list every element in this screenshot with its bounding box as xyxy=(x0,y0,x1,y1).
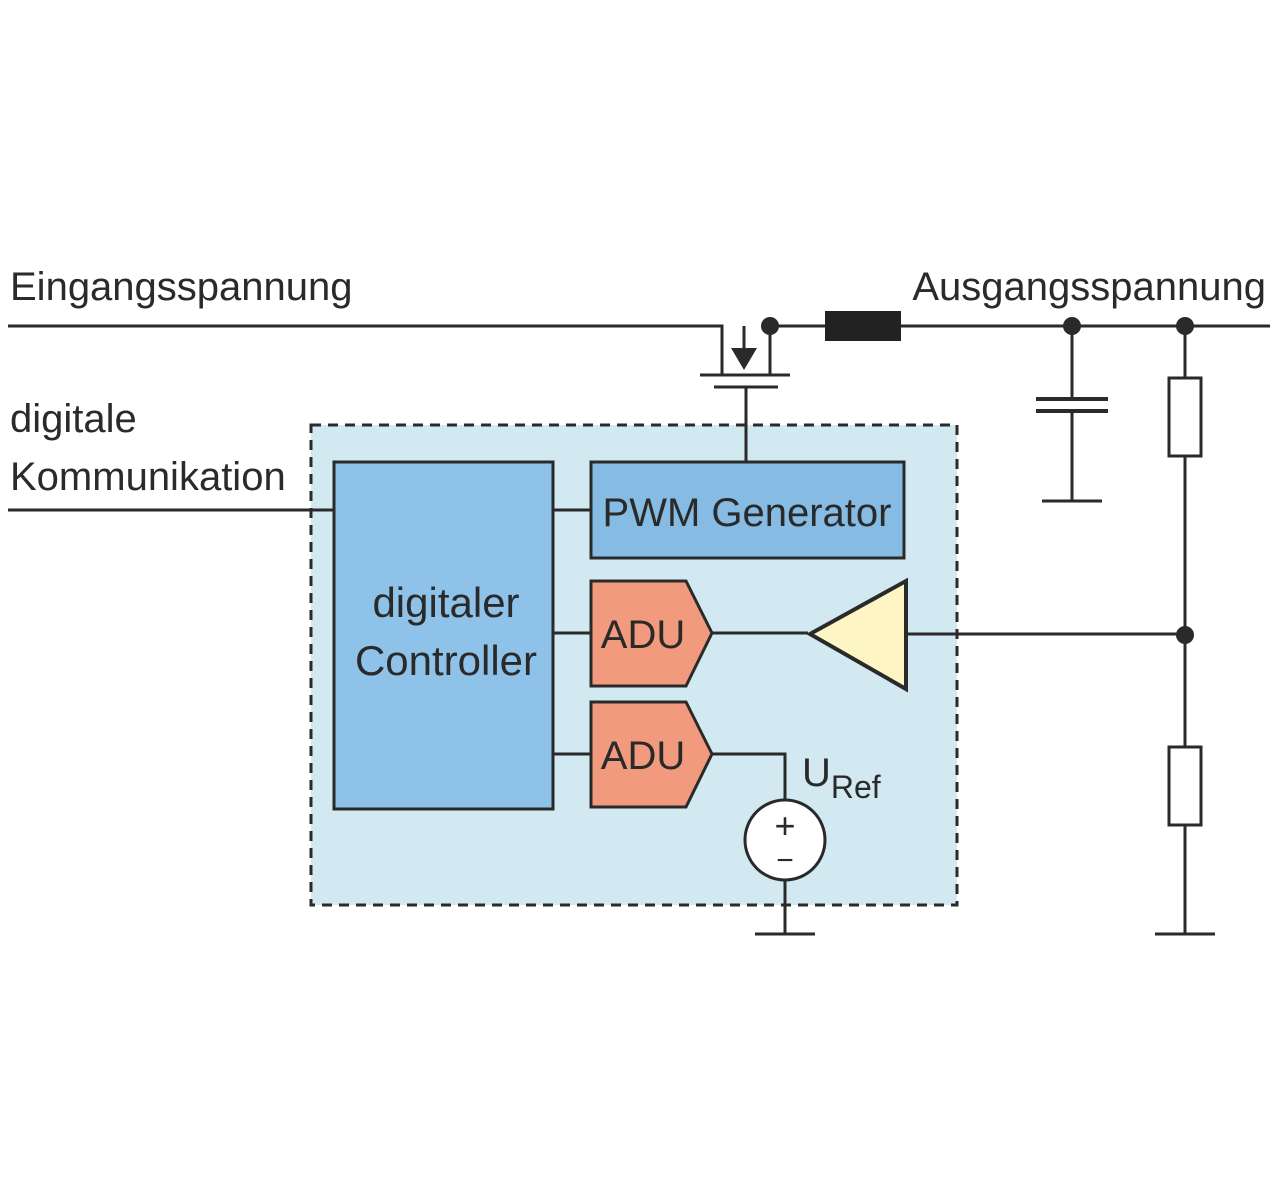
source-plus-sign: + xyxy=(774,805,795,846)
digital-controller-block xyxy=(332,460,555,811)
amplifier-triangle xyxy=(805,577,908,693)
adc2-label: ADU xyxy=(601,734,685,778)
uref-subscript: Ref xyxy=(831,769,881,805)
adc2-block xyxy=(589,700,714,809)
source-minus-sign: − xyxy=(776,844,794,877)
adc1-block xyxy=(589,579,714,688)
input-voltage-label: Eingangsspannung xyxy=(10,265,353,309)
voltage-divider xyxy=(1155,326,1215,936)
uref-label: URef xyxy=(802,751,881,805)
controller-label-line1: digitaler xyxy=(372,579,519,626)
pwm-generator-block xyxy=(589,460,906,560)
adc1-label: ADU xyxy=(601,613,685,657)
output-voltage-label: Ausgangsspannung xyxy=(912,265,1266,309)
digital-comm-label-line1: digitale xyxy=(10,397,137,441)
input-line xyxy=(8,324,724,375)
junction-dot xyxy=(761,317,779,335)
output-capacitor xyxy=(1036,326,1108,503)
digital-comm-label-line2: Kommunikation xyxy=(10,455,286,499)
inductor xyxy=(825,311,901,341)
mosfet-transistor xyxy=(700,326,790,462)
pwm-label: PWM Generator xyxy=(603,491,892,535)
adc2-ref-link xyxy=(712,752,787,800)
controller-label-line2: Controller xyxy=(355,637,537,684)
uref-main: U xyxy=(802,751,831,795)
